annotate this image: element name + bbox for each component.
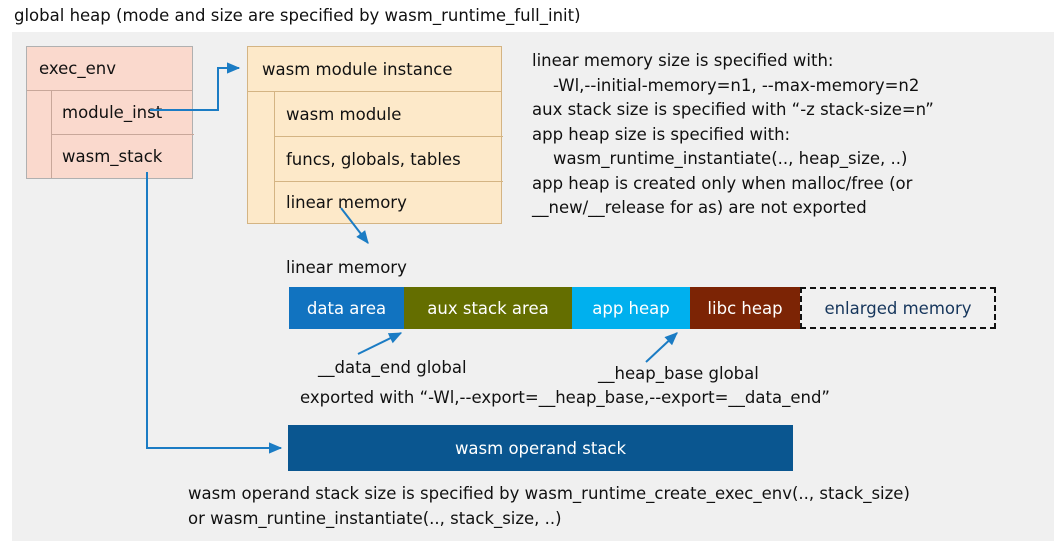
memory-segment-libc-heap: libc heap	[690, 287, 800, 329]
export-flags-note: exported with “-Wl,--export=__heap_base,…	[300, 388, 830, 407]
wasm-module-instance-title: wasm module instance	[248, 47, 501, 92]
exec-env-box: exec_env module_inst wasm_stack	[26, 46, 194, 179]
exec-env-row-module-inst: module_inst	[51, 91, 194, 135]
memory-segment-enlarged-memory: enlarged memory	[800, 287, 996, 329]
operand-stack-notes: wasm operand stack size is specified by …	[188, 484, 910, 528]
linear-memory-label: linear memory	[286, 258, 407, 277]
module-instance-row-linear-memory: linear memory	[274, 182, 503, 223]
page-title: global heap (mode and size are specified…	[14, 6, 581, 25]
heap-base-global-label: __heap_base global	[598, 364, 759, 383]
wasm-module-instance-box: wasm module instance wasm module funcs, …	[247, 46, 503, 224]
memory-segment-app-heap: app heap	[572, 287, 690, 329]
module-instance-row-funcs-globals-tables: funcs, globals, tables	[274, 137, 503, 182]
exec-env-title: exec_env	[27, 47, 192, 91]
memory-segment-aux-stack-area: aux stack area	[404, 287, 572, 329]
wasm-operand-stack-bar: wasm operand stack	[288, 425, 793, 471]
exec-env-row-wasm-stack: wasm_stack	[51, 135, 194, 178]
memory-configuration-notes: linear memory size is specified with: -W…	[532, 51, 934, 217]
data-end-global-label: __data_end global	[318, 358, 467, 377]
memory-segment-data-area: data area	[289, 287, 404, 329]
module-instance-row-wasm-module: wasm module	[274, 92, 503, 137]
